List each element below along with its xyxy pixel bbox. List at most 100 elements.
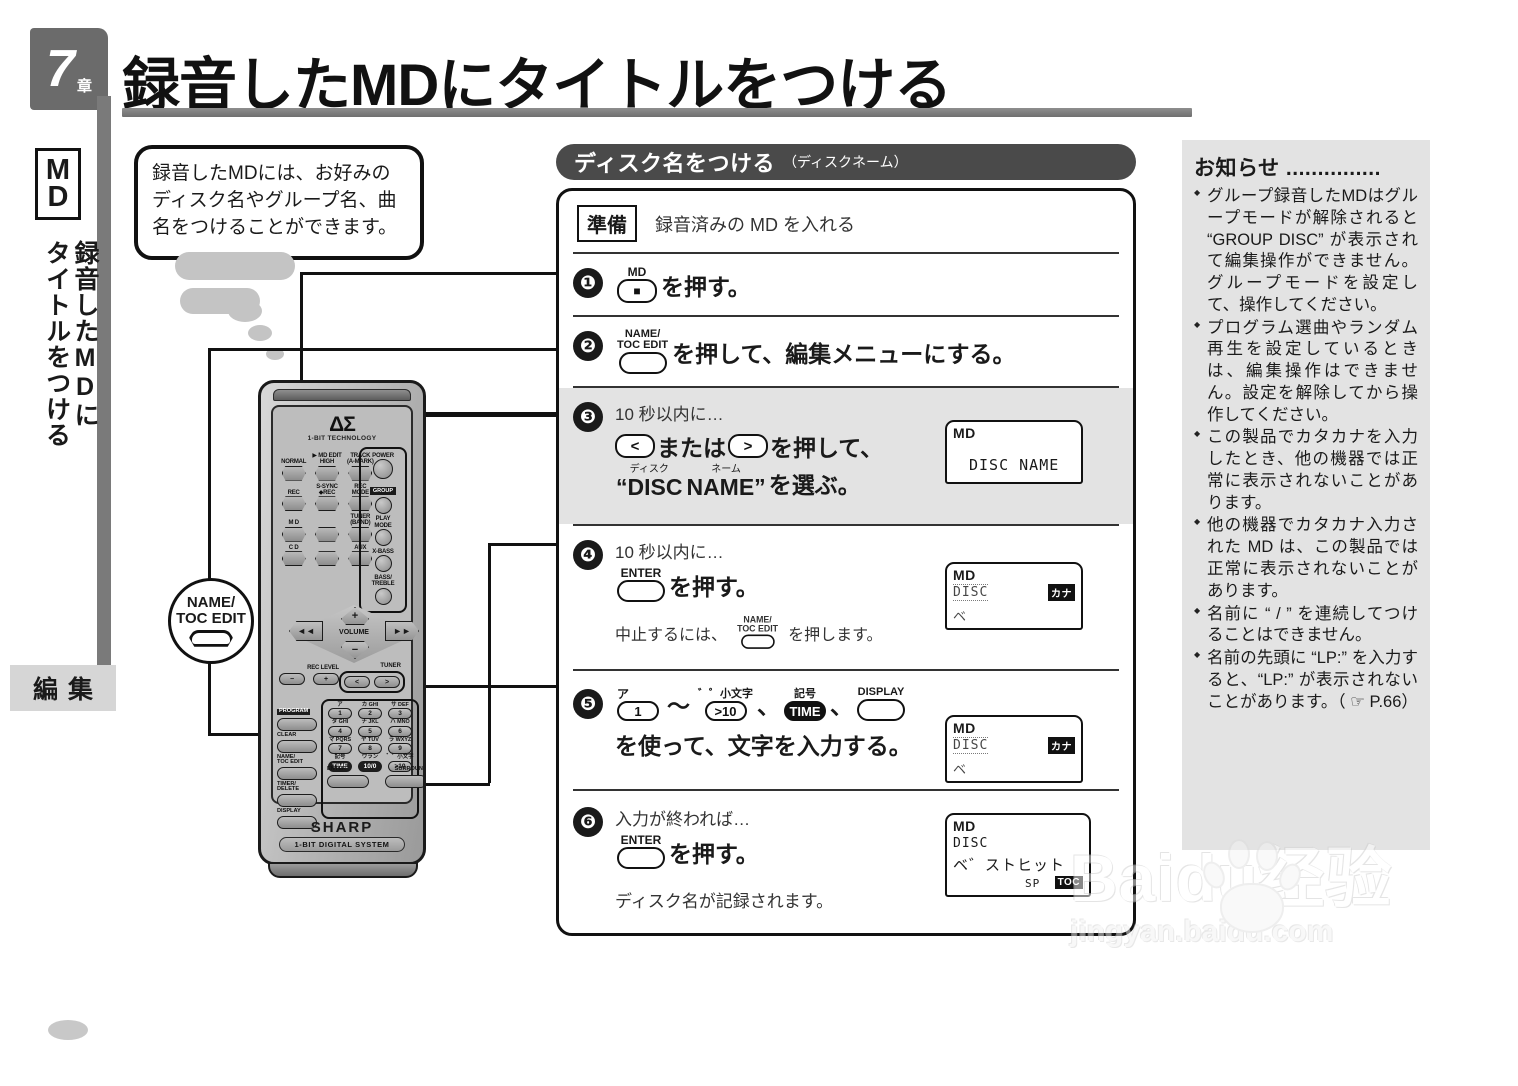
rec-level-plus-button[interactable]: +	[313, 673, 339, 686]
tuner-label: TUNER	[380, 663, 401, 669]
lcd-4-md: MD	[953, 567, 976, 584]
lcd-5-md: MD	[953, 720, 976, 737]
left-arrow-key-button[interactable]: <	[615, 434, 655, 458]
side-title-col-right: 録音したMDに	[71, 240, 99, 428]
rec-level-minus-button[interactable]: −	[279, 673, 305, 686]
group-button[interactable]	[374, 497, 392, 515]
x-bass-label: X-BASS	[372, 548, 394, 555]
step-5-comma2: 、	[830, 693, 853, 720]
numkey-button-time[interactable]: TIME	[328, 760, 352, 772]
s-sync-label: S-SYNC	[316, 483, 338, 490]
step-row-2: ❷ NAME/ TOC EDIT を押して、編集メニューにする。	[559, 317, 1133, 386]
balloon-tail-5	[266, 348, 284, 360]
key-over10-glyph[interactable]: ゛゜小文字 >10	[698, 689, 753, 722]
key-display-glyph[interactable]: DISPLAY	[857, 687, 905, 722]
surround-button[interactable]	[385, 775, 423, 788]
program-button[interactable]	[277, 718, 317, 731]
md-play-pause-button[interactable]	[314, 526, 339, 542]
key-1-glyph[interactable]: ア 1	[617, 688, 659, 722]
keypad-zone: PROGRAM CLEAR NAME/ TOC EDIT TIMER/ DELE…	[277, 699, 419, 829]
cd-play-pause-button[interactable]	[314, 551, 339, 567]
numkey-button[interactable]: 6	[388, 725, 412, 737]
rec-level-area: REC LEVEL − +	[279, 665, 367, 686]
md-key-glyph[interactable]: MD ■	[617, 266, 657, 303]
numkey-button[interactable]: 1	[328, 708, 352, 720]
display-button[interactable]	[277, 815, 317, 829]
tuner-button-group: < >	[339, 671, 405, 693]
md-edit-button[interactable]	[314, 465, 339, 481]
name-toc-edit-key-glyph[interactable]: NAME/ TOC EDIT	[617, 329, 668, 374]
step-6-tail-text: ディスク名が記録されます。	[615, 892, 834, 912]
divider	[573, 386, 1119, 388]
key-1-button[interactable]: 1	[617, 701, 659, 722]
tuner-next-button[interactable]: >	[374, 676, 400, 688]
digital-system-label: 1-BIT DIGITAL SYSTEM	[279, 837, 405, 852]
key-over10-button[interactable]: >10	[704, 701, 747, 722]
md-stop-button[interactable]	[281, 526, 306, 542]
x-bass-button[interactable]	[374, 555, 392, 573]
skip-back-button[interactable]: ◄◄	[289, 621, 323, 641]
connector-line-md	[300, 272, 303, 450]
md-key-button[interactable]: ■	[617, 279, 657, 303]
ruby-name-base: NAME”	[686, 474, 766, 500]
title-rule	[122, 108, 1192, 117]
note-item: 名前の先頭に “LP:” を入力すると、“LP:” が表示されないことがあります…	[1194, 648, 1418, 713]
enter-key-glyph[interactable]: ENTER	[617, 567, 665, 603]
skip-forward-button[interactable]: ►►	[385, 621, 419, 641]
numkey-button[interactable]: 2	[358, 708, 382, 720]
numkey-button-over-ten[interactable]: >10	[388, 760, 412, 772]
key-time-button[interactable]: TIME	[784, 701, 826, 722]
note-key-button[interactable]	[740, 634, 775, 650]
lcd-6-line3: SP	[1025, 877, 1041, 891]
step-number-3: ❸	[573, 402, 603, 432]
enter-key-button-2[interactable]	[617, 847, 665, 870]
lcd-6-toc-chip: TOC	[1054, 876, 1083, 890]
lcd-3-md: MD	[953, 425, 976, 441]
bass-treble-button[interactable]	[374, 587, 392, 605]
power-button[interactable]	[373, 459, 393, 480]
numkey-button[interactable]: 8	[358, 743, 382, 755]
normal-button[interactable]	[281, 465, 306, 481]
note-item: プログラム選曲やランダム再生を設定しているときは、編集操作はできません。設定を解…	[1194, 318, 1418, 427]
note-item: グループ録音したMDはグループモードが解除されると “GROUP DISC” が…	[1194, 186, 1418, 317]
numkey-button[interactable]: 3	[388, 708, 412, 720]
step-4-text: を押す。	[669, 573, 759, 600]
bit-technology-label: 1-BIT TECHNOLOGY	[307, 435, 377, 442]
name-toc-edit-button[interactable]	[277, 766, 317, 780]
numkey-button[interactable]: 4	[328, 725, 352, 737]
step-2-text: を押して、編集メニューにする。	[672, 340, 1016, 367]
numkey-button[interactable]: 7	[328, 743, 352, 755]
numkey-cap: タ GHI	[331, 719, 349, 726]
s-sync-rec-button[interactable]	[314, 496, 339, 512]
group-label: GROUP	[369, 487, 397, 496]
remote-right-column: POWER GROUP PLAY MODE X-BASS BASS/ TREBL…	[359, 447, 407, 613]
numkey-cap: ヤ TUV	[361, 736, 379, 743]
md-play-spacer	[312, 520, 341, 526]
numkey-cap: ナ JKL	[361, 719, 379, 726]
numkey-cap: ラ WXYZ	[388, 736, 412, 743]
enter-key-glyph-2[interactable]: ENTER	[617, 834, 665, 870]
numkey-button[interactable]: 5	[358, 725, 382, 737]
name-toc-edit-note-key[interactable]: NAME/ TOC EDIT	[737, 616, 778, 650]
key-time-glyph[interactable]: 記号 TIME	[784, 689, 826, 722]
play-mode-button[interactable]	[374, 528, 392, 546]
right-arrow-key-button[interactable]: >	[728, 434, 768, 458]
timer-delete-button[interactable]	[277, 793, 317, 807]
name-toc-edit-key-button[interactable]	[618, 352, 667, 374]
clear-button[interactable]	[277, 739, 317, 753]
bass-treble-label: BASS/ TREBLE	[371, 575, 395, 588]
numkey-cap: ワラン	[361, 754, 379, 761]
numkey-button-ten[interactable]: 10/0	[358, 760, 382, 772]
ruby-disc-base: “DISC	[616, 474, 683, 500]
rec-button[interactable]	[281, 496, 306, 512]
section-subtitle: （ディスクネーム）	[782, 154, 908, 170]
enter-button[interactable]	[327, 775, 369, 788]
key-display-button[interactable]	[857, 699, 905, 722]
enter-key-button[interactable]	[617, 580, 665, 603]
tuner-prev-button[interactable]: <	[344, 676, 370, 688]
cd-stop-button[interactable]	[281, 551, 306, 567]
numkey-cap: カ GHI	[361, 702, 379, 708]
numkey-button[interactable]: 9	[388, 743, 412, 755]
